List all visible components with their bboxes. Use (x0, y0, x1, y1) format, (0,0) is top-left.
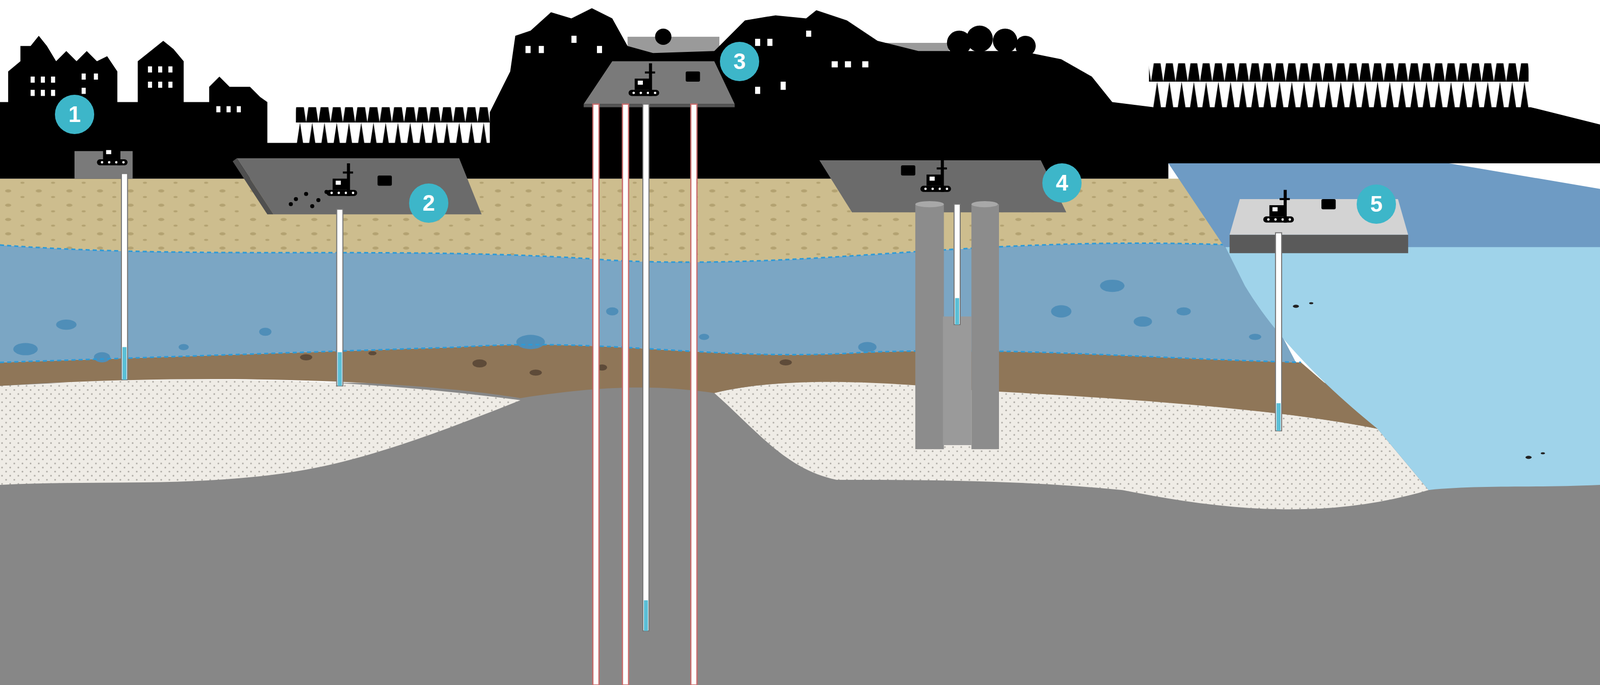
callout-number: 5 (1356, 184, 1396, 224)
callout-number: 1 (54, 94, 95, 135)
callout-number: 4 (1042, 163, 1082, 203)
callout-number: 3 (719, 41, 760, 82)
callout-number: 2 (409, 183, 449, 223)
